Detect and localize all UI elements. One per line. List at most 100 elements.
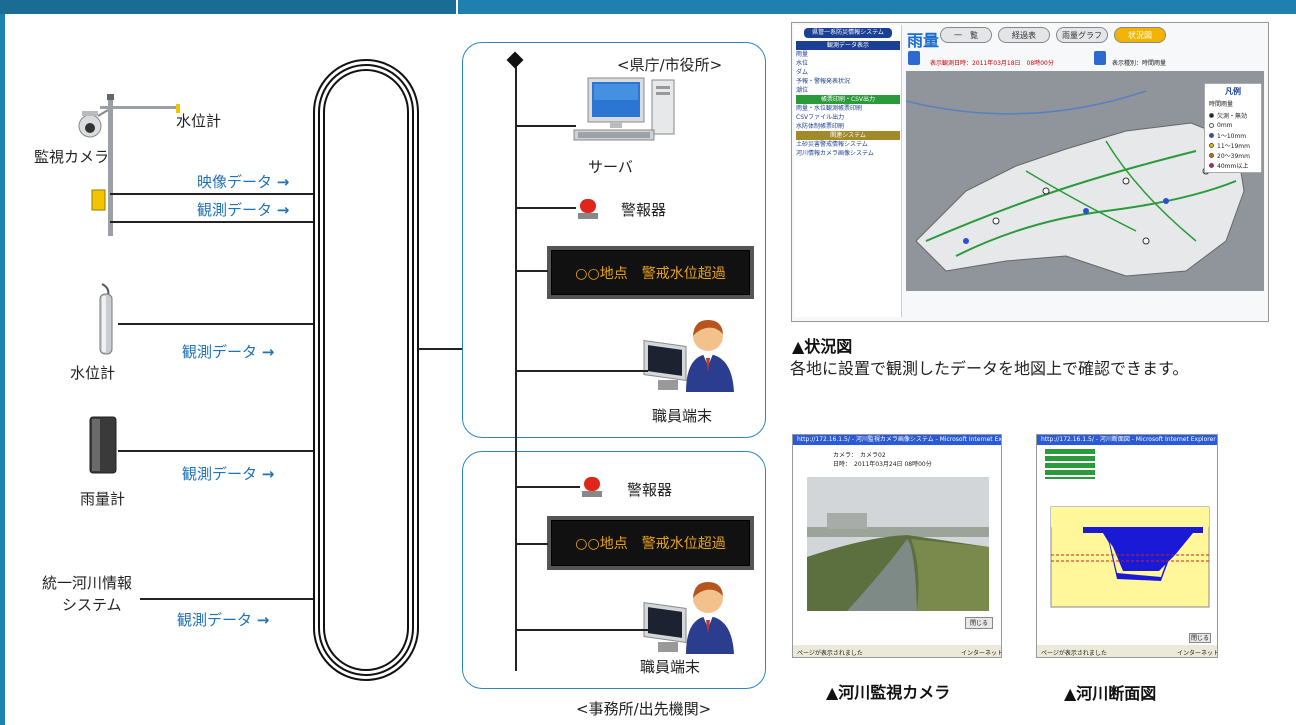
river-basin-map (906, 71, 1264, 291)
pref-alarm-label: 警報器 (621, 201, 667, 219)
sidebar-item[interactable]: 関連システム (796, 131, 900, 140)
camera-window-body: カメラ： カメラ02 日時： 2011年03月24日 08時00分 閉じる (793, 445, 1001, 645)
cross-section-chart (1050, 506, 1210, 608)
section-status-right: インターネット (1177, 650, 1218, 657)
sidebar-item[interactable]: CSVファイル出力 (796, 114, 845, 121)
camera-obs-line (110, 221, 315, 223)
map-sidebar: 県管一系防災情報システム 観測データ表示雨量水位ダム予報・警報発表状況潮位帳票印… (794, 25, 902, 317)
map-tab[interactable]: 一 覧 (940, 27, 992, 43)
legend-item: 20～39mm (1209, 150, 1261, 160)
left-edge-bar (0, 14, 5, 725)
legend-item-label: 20～39mm (1217, 152, 1250, 160)
section-status-left: ページが表示されました (1041, 650, 1107, 657)
office-alarm-line (516, 486, 580, 488)
legend-item-label: 0mm (1217, 121, 1233, 129)
legend-item: 11～19mm (1209, 140, 1261, 150)
legend-swatch (1209, 162, 1214, 168)
legend-item-label: 1～10mm (1217, 132, 1247, 140)
water-gauge-line (118, 323, 315, 325)
prefecture-title: <県庁/市役所> (617, 56, 723, 74)
office-terminal-line (516, 629, 648, 631)
map-tab[interactable]: 経過表 (998, 27, 1050, 43)
rain-gauge-icon (89, 416, 117, 474)
sidebar-item[interactable]: 水位 (796, 60, 809, 67)
map-tabs: 一 覧経過表雨量グラフ状況図 (940, 27, 1166, 43)
office-alarm-label: 警報器 (627, 481, 673, 499)
system-line (140, 598, 315, 600)
legend-item: 0mm (1209, 120, 1261, 130)
server-label: サーバ (588, 158, 633, 176)
camera-water-gauge-label: 水位計 (176, 112, 222, 130)
section-window-body: 閉じる (1037, 445, 1217, 645)
legend-title: 凡例 (1225, 87, 1241, 96)
office-terminal-label: 職員端末 (640, 658, 701, 676)
pref-led-display: ○○地点 警戒水位超過 (547, 246, 754, 299)
legend-item: 40mm以上 (1209, 160, 1261, 170)
legend-swatch (1209, 112, 1214, 118)
camera-close-button[interactable]: 閉じる (965, 617, 993, 629)
section-close-button[interactable]: 閉じる (1189, 633, 1211, 643)
river-camera-image (807, 477, 989, 611)
server-line (516, 125, 576, 127)
video-data-label: 映像データ → (197, 173, 290, 191)
map-tab[interactable]: 状況図 (1114, 27, 1166, 43)
office-title: <事務所/出先機関> (576, 700, 712, 718)
legend-item-label: 40mm以上 (1217, 162, 1249, 170)
section-info-table (1045, 449, 1095, 479)
server-computer-icon (573, 77, 675, 141)
legend-swatch (1209, 142, 1214, 148)
date-field: 日時： 2011年03月24日 08時00分 (833, 461, 932, 468)
legend-swatch (1209, 122, 1214, 128)
legend-swatch (1209, 132, 1214, 138)
sidebar-list: 観測データ表示雨量水位ダム予報・警報発表状況潮位帳票印刷・CSV出力雨量・水位観… (796, 41, 900, 158)
status-map-caption: ▲状況図 (792, 337, 853, 356)
sidebar-item[interactable]: 河川情報カメラ画像システム (796, 150, 874, 157)
office-led-line (516, 543, 548, 545)
staff-terminal-icon (643, 320, 734, 392)
sidebar-item[interactable]: ダム (796, 69, 809, 76)
sidebar-item[interactable]: 予報・警報発表状況 (796, 78, 851, 85)
map-next-button[interactable] (1094, 51, 1106, 65)
water-gauge-icon (99, 283, 113, 355)
camera-label: 監視カメラ (34, 148, 110, 166)
alarm-icon (582, 477, 602, 497)
sidebar-item[interactable]: 雨量 (796, 51, 809, 58)
camera-field: カメラ： カメラ02 (833, 452, 886, 459)
camera-status-left: ページが表示されました (797, 650, 863, 657)
camera-window-titlebar: http://172.16.1.5/ - 河川監視カメラ画像システム - Mic… (793, 435, 1001, 445)
obs-data-label-camera: 観測データ → (197, 201, 290, 219)
sidebar-header: 県管一系防災情報システム (804, 28, 892, 38)
office-bus-line (515, 451, 517, 671)
map-prev-button[interactable] (908, 51, 920, 65)
sidebar-item[interactable]: 潮位 (796, 87, 809, 94)
rain-gauge-line (118, 450, 315, 452)
pref-terminal-label: 職員端末 (652, 407, 713, 425)
sidebar-item[interactable]: 土砂災害警戒情報システム (796, 141, 868, 148)
section-window-screenshot: http://172.16.1.5/ - 河川断面図 - Microsoft I… (1036, 434, 1218, 658)
sidebar-item[interactable]: 雨量・水位観測帳票印刷 (796, 105, 863, 112)
video-line (110, 193, 315, 195)
status-map-description: 各地に設置で観測したデータを地図上で確認できます。 (790, 359, 1189, 378)
legend-item-label: 11～19mm (1217, 142, 1250, 150)
obs-data-label-system: 観測データ → (177, 611, 270, 629)
section-caption: ▲河川断面図 (1064, 684, 1157, 703)
system-label-line2: システム (62, 596, 122, 614)
office-led-display: ○○地点 警戒水位超過 (547, 516, 754, 570)
sidebar-item[interactable]: 水防体制帳票印刷 (796, 123, 845, 130)
staff-terminal-icon (643, 582, 734, 654)
sidebar-item[interactable]: 帳票印刷・CSV出力 (796, 95, 900, 104)
camera-window-screenshot: http://172.16.1.5/ - 河川監視カメラ画像システム - Mic… (792, 434, 1002, 658)
legend-swatch (1209, 152, 1214, 158)
water-gauge-label: 水位計 (70, 364, 116, 382)
header-tab (0, 0, 458, 14)
legend-item: 1～10mm (1209, 130, 1261, 140)
camera-caption: ▲河川監視カメラ (826, 683, 951, 702)
sidebar-item[interactable]: 観測データ表示 (796, 41, 900, 50)
map-tab[interactable]: 雨量グラフ (1056, 27, 1108, 43)
legend-item: 欠測・無効 (1209, 110, 1261, 120)
obs-data-label-water: 観測データ → (182, 343, 275, 361)
map-time: 表示観測日時：2011年03月18日 08時00分 (930, 60, 1054, 67)
network-loop (313, 59, 419, 681)
